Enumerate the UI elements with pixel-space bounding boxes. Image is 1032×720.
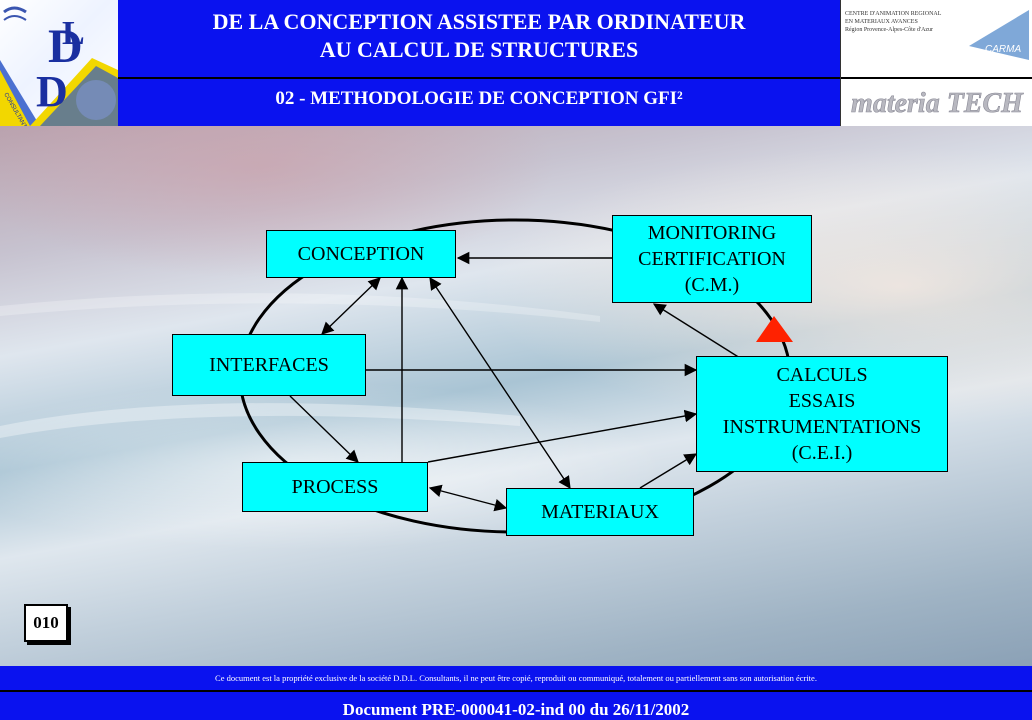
node-monitoring-line-2: CERTIFICATION <box>638 248 786 270</box>
arrow-conception-materiaux <box>429 276 571 490</box>
node-calculs-line-1: CALCULS <box>776 364 868 386</box>
node-calculs-line-2: ESSAIS <box>788 390 856 412</box>
footer-notice: Ce document est la propriété exclusive d… <box>0 666 1032 690</box>
node-monitoring-line-3: (C.M.) <box>684 274 740 296</box>
carma-logo-text: CARMA <box>985 44 1021 55</box>
arrow-process-to-calculs <box>427 409 698 463</box>
carma-line-3: Région Provence-Alpes-Côte d'Azur <box>845 27 934 33</box>
logo-divider <box>841 77 1032 79</box>
page-title: DE LA CONCEPTION ASSISTEE PAR ORDINATEUR… <box>118 8 840 64</box>
node-conception-label: CONCEPTION <box>297 243 425 265</box>
arrow-calculs-to-monitoring <box>652 303 741 359</box>
carma-caption: CENTRE D'ANIMATION REGIONAL EN MATERIAUX… <box>845 10 965 34</box>
title-band: DE LA CONCEPTION ASSISTEE PAR ORDINATEUR… <box>118 0 840 126</box>
header: D L D CONSULTANTS DE LA CONCEPTION ASSIS… <box>0 0 1032 126</box>
node-process-label: PROCESS <box>291 476 379 498</box>
partner-logos: CENTRE D'ANIMATION REGIONAL EN MATERIAUX… <box>840 0 1032 126</box>
node-materiaux-label: MATERIAUX <box>541 501 659 523</box>
svg-text:L: L <box>62 15 85 52</box>
ddl-logo-graphic: D L D CONSULTANTS <box>0 6 118 126</box>
arrow-process-materiaux <box>428 484 508 512</box>
cycle-direction-triangle <box>756 316 793 342</box>
node-process: PROCESS <box>242 462 428 512</box>
materiatech-logo: materia TECH <box>851 88 1025 120</box>
ddl-logo: D L D CONSULTANTS <box>0 0 119 126</box>
carma-logo: CARMA <box>969 10 1029 60</box>
svg-text:D: D <box>36 67 68 116</box>
arrow-interfaces-to-process <box>289 395 359 463</box>
diagram-connectors <box>0 218 793 534</box>
page-subtitle: 02 - METHODOLOGIE DE CONCEPTION GFI² <box>275 88 683 109</box>
node-monitoring-line-1: MONITORING <box>647 222 777 244</box>
title-line-2: AU CALCUL DE STRUCTURES <box>319 37 639 62</box>
document-reference: Document PRE-000041-02-ind 00 du 26/11/2… <box>0 692 1032 720</box>
diagram-stage: CONCEPTION MONITORING CERTIFICATION (C.M… <box>0 126 1032 666</box>
node-calculs-line-4: (C.E.I.) <box>791 442 853 464</box>
title-divider <box>118 77 840 79</box>
ddl-letters-d: D <box>48 20 83 73</box>
carma-line-2: EN MATERIAUX AVANCES <box>845 19 918 25</box>
node-materiaux: MATERIAUX <box>506 488 694 536</box>
node-interfaces: INTERFACES <box>172 334 366 396</box>
node-calculs-line-3: INSTRUMENTATIONS <box>722 416 922 438</box>
node-conception: CONCEPTION <box>266 230 456 278</box>
materiatech-logo-text: materia TECH <box>851 88 1024 119</box>
carma-line-1: CENTRE D'ANIMATION REGIONAL <box>845 11 942 17</box>
node-calculs-essais: CALCULS ESSAIS INSTRUMENTATIONS (C.E.I.) <box>696 356 948 472</box>
title-line-1: DE LA CONCEPTION ASSISTEE PAR ORDINATEUR <box>212 9 746 34</box>
node-monitoring-certification: MONITORING CERTIFICATION (C.M.) <box>612 215 812 303</box>
arrow-interfaces-conception <box>321 277 381 335</box>
footer-divider <box>0 690 1032 692</box>
slide-number-badge: 010 <box>24 604 68 642</box>
node-interfaces-label: INTERFACES <box>209 354 329 376</box>
arrow-materiaux-to-calculs <box>639 453 698 489</box>
